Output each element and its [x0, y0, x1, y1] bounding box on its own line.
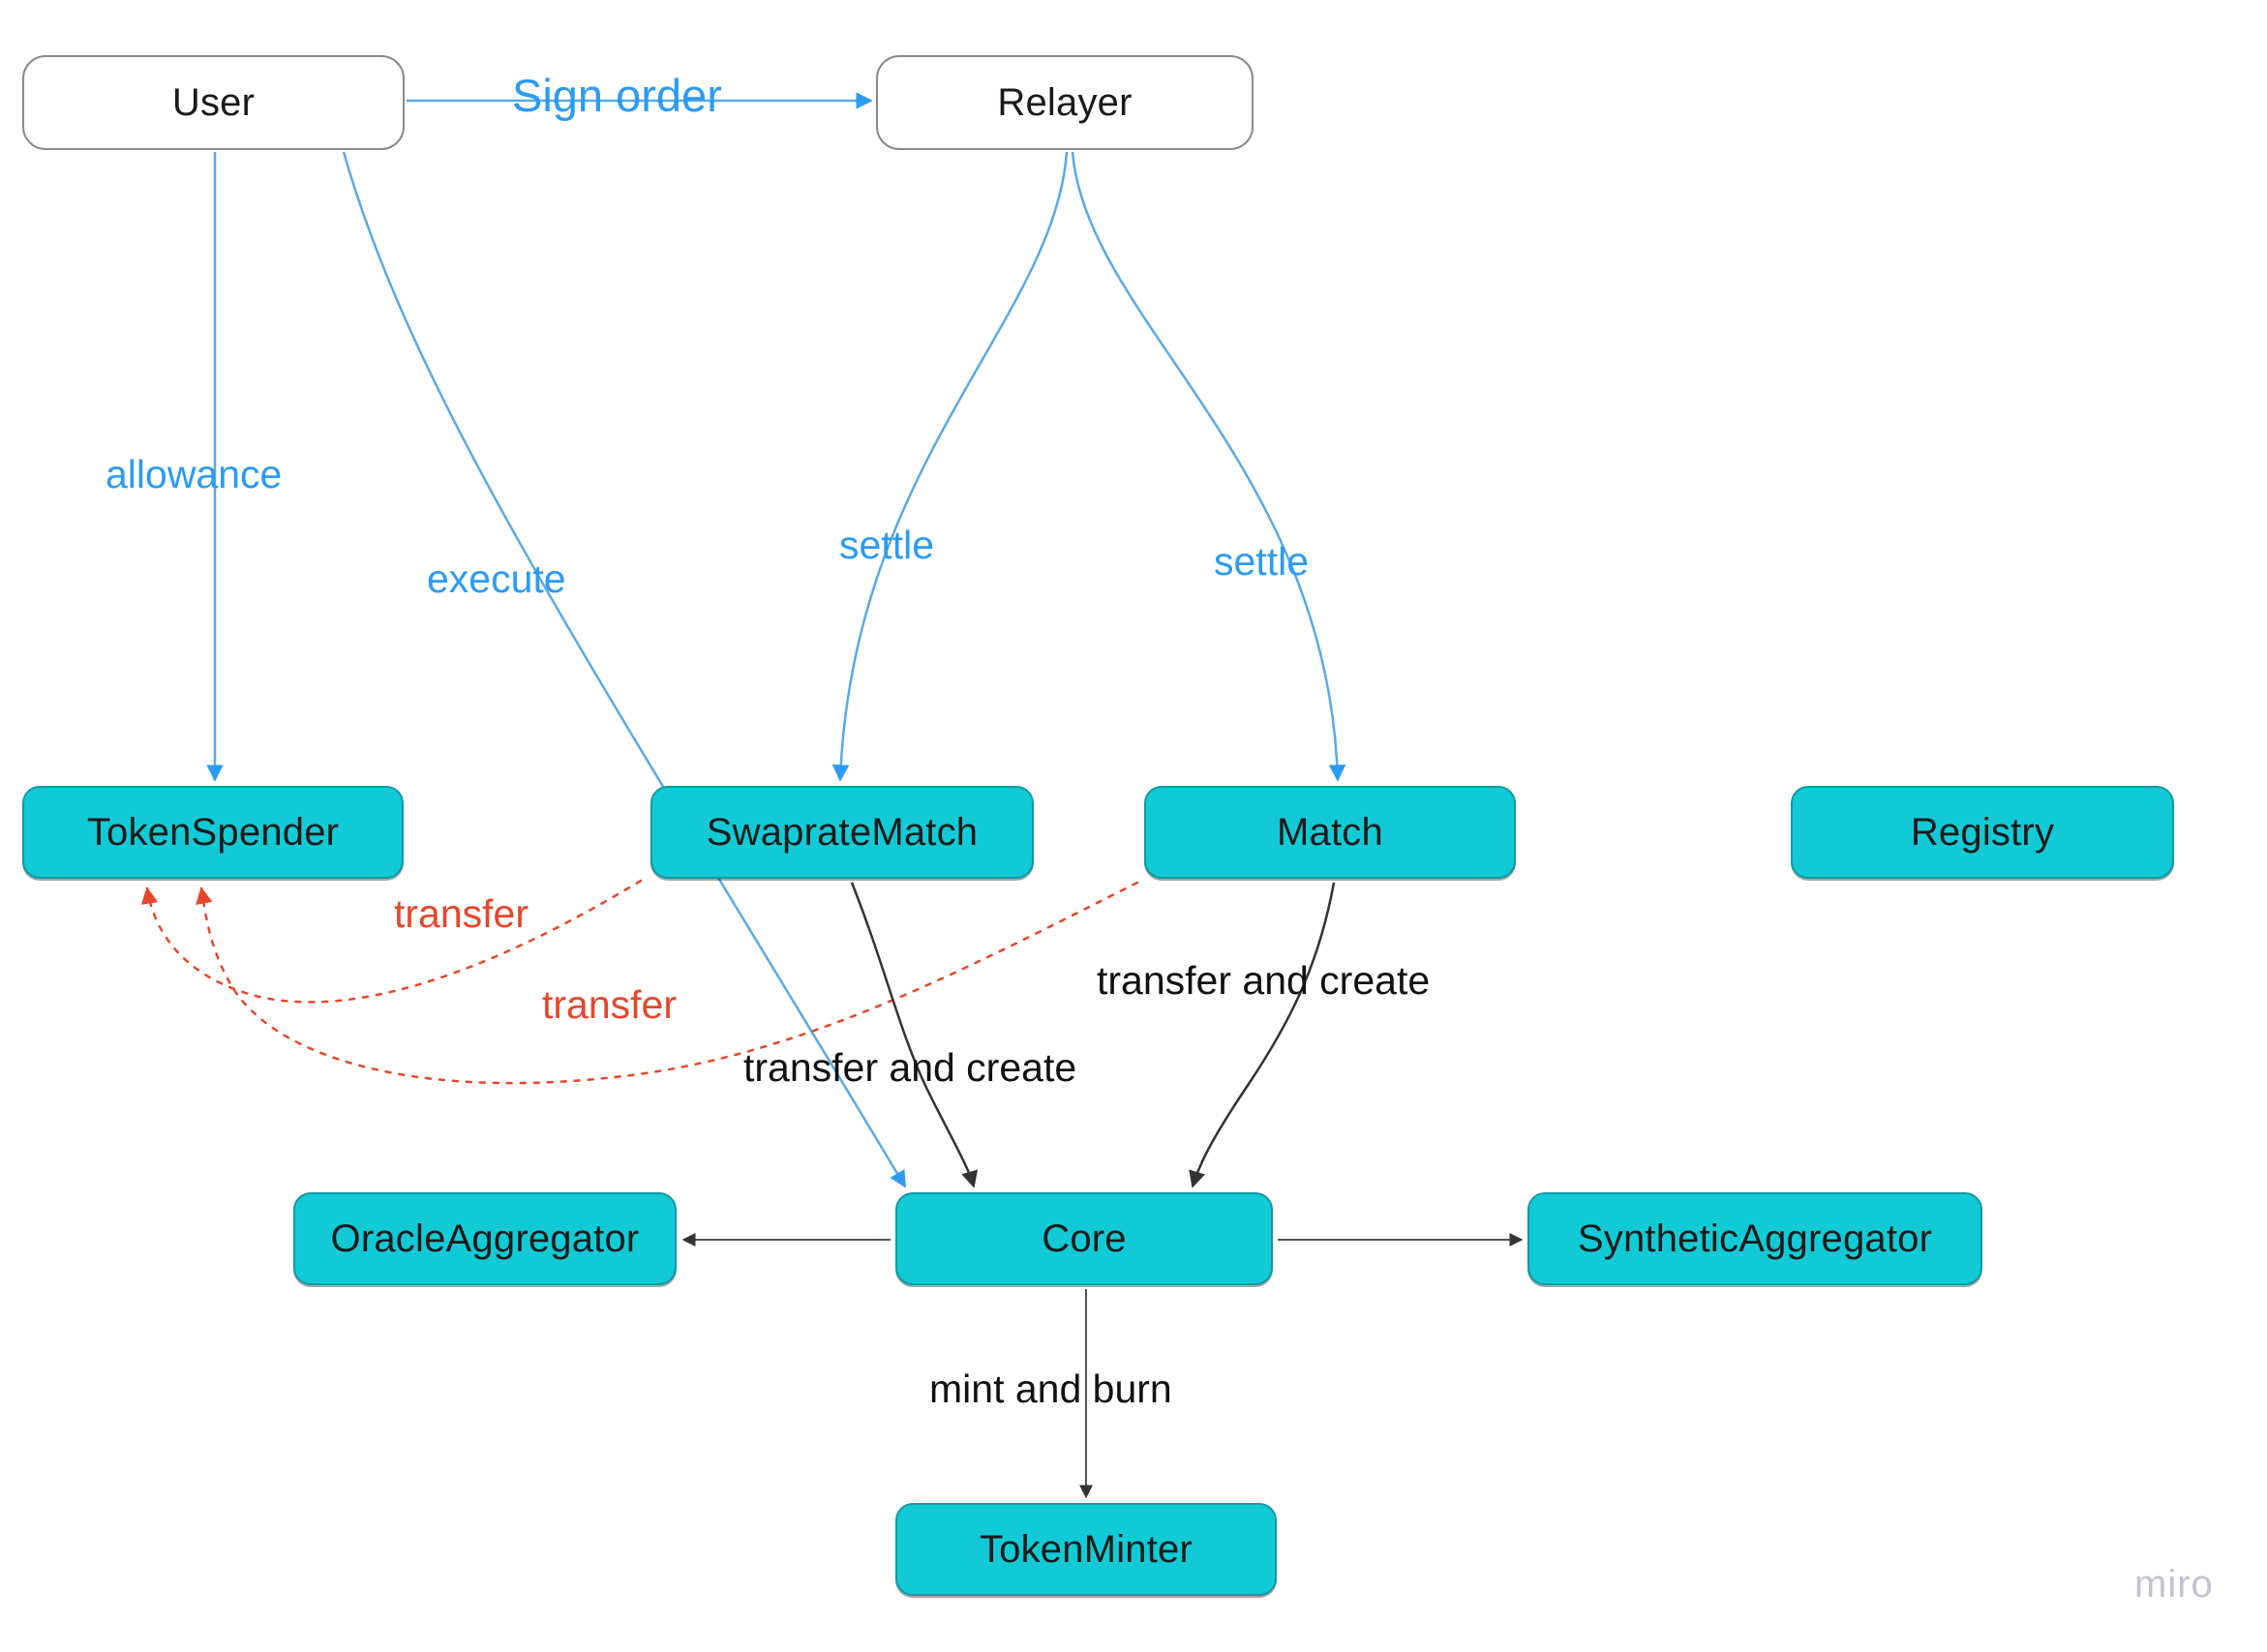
node-tokenspender[interactable]: TokenSpender: [22, 786, 404, 879]
edge-transfer-create-swapratematch: [850, 882, 979, 1188]
node-label-registry: Registry: [1910, 810, 2055, 854]
node-label-tokenspender: TokenSpender: [86, 810, 340, 854]
edge-label-mint-and-burn: mint and burn: [929, 1367, 1172, 1411]
node-label-relayer: Relayer: [997, 80, 1133, 124]
edge-label-transfer-match: transfer: [542, 982, 677, 1027]
node-relayer[interactable]: Relayer: [876, 55, 1254, 150]
node-registry[interactable]: Registry: [1791, 786, 2174, 879]
node-tokenminter[interactable]: TokenMinter: [895, 1503, 1277, 1596]
node-label-syntheticaggregator: SyntheticAggregator: [1577, 1216, 1933, 1260]
node-user[interactable]: User: [22, 55, 405, 150]
node-label-swapratematch: SwaprateMatch: [706, 810, 979, 854]
node-match[interactable]: Match: [1144, 786, 1516, 879]
edge-label-settle-match: settle: [1214, 539, 1309, 584]
edge-settle-match: [1071, 151, 1346, 782]
edge-label-sign-order: Sign order: [512, 70, 722, 121]
edge-label-allowance: allowance: [106, 452, 283, 496]
node-label-user: User: [171, 80, 256, 124]
node-oracleaggregator[interactable]: OracleAggregator: [293, 1192, 677, 1285]
edge-label-transfer-create-swapratematch: transfer and create: [743, 1045, 1077, 1090]
edge-label-transfer-create-match: transfer and create: [1097, 958, 1431, 1003]
node-core[interactable]: Core: [895, 1192, 1273, 1285]
node-label-oracleaggregator: OracleAggregator: [330, 1216, 640, 1260]
edge-settle-swapratematch: [831, 151, 1069, 782]
edge-transfer-create-match: [1189, 882, 1336, 1188]
edge-label-transfer-swapratematch: transfer: [394, 891, 529, 936]
node-label-match: Match: [1277, 810, 1383, 854]
edge-execute: [342, 151, 907, 1188]
node-swapratematch[interactable]: SwaprateMatch: [650, 786, 1034, 879]
node-syntheticaggregator[interactable]: SyntheticAggregator: [1527, 1192, 1982, 1285]
node-label-tokenminter: TokenMinter: [979, 1527, 1194, 1571]
edge-label-execute: execute: [427, 556, 566, 601]
edge-label-settle-swapratematch: settle: [839, 523, 934, 567]
miro-watermark: miro: [2134, 1563, 2214, 1606]
node-label-core: Core: [1042, 1216, 1127, 1260]
